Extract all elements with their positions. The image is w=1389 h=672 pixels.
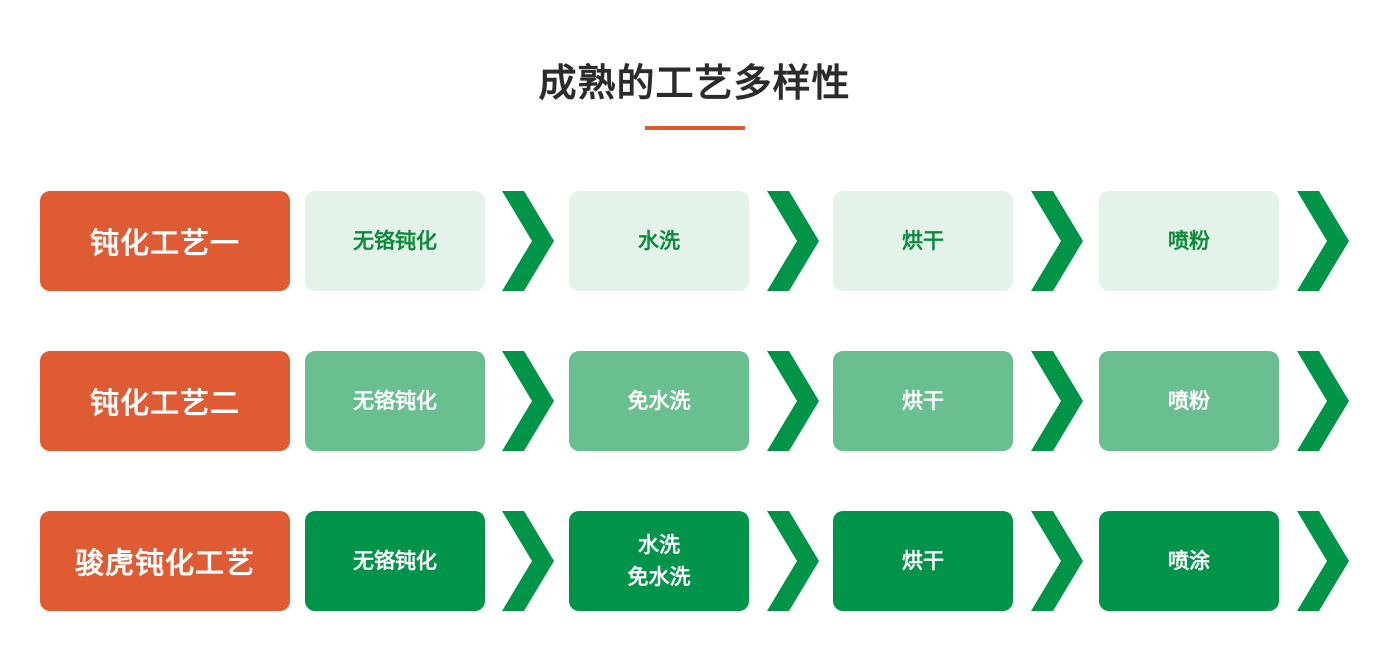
chevron-right-icon [1297,511,1349,611]
process-step: 烘干 [833,191,1013,291]
process-row-2: 钝化工艺二 无铬钝化 免水洗 烘干 喷粉 [40,351,1360,451]
step-label-secondary: 免水洗 [627,565,691,589]
process-label: 骏虎钝化工艺 [40,511,290,611]
process-step: 喷粉 [1099,351,1279,451]
process-step: 喷粉 [1099,191,1279,291]
process-step: 无铬钝化 [305,511,485,611]
process-step: 水洗 免水洗 [569,511,749,611]
process-step: 水洗 [569,191,749,291]
step-label: 喷粉 [1168,229,1210,253]
chevron-right-icon [1031,511,1083,611]
title-underline [645,126,745,130]
step-label: 烘干 [902,389,944,413]
process-label: 钝化工艺一 [40,191,290,291]
chevron-right-icon [1031,191,1083,291]
process-label: 钝化工艺二 [40,351,290,451]
step-label: 喷粉 [1168,389,1210,413]
step-label: 无铬钝化 [353,549,437,573]
process-step: 喷涂 [1099,511,1279,611]
step-label: 喷涂 [1168,549,1210,573]
process-step: 无铬钝化 [305,191,485,291]
chevron-right-icon [767,191,819,291]
chevron-right-icon [1297,351,1349,451]
process-step: 无铬钝化 [305,351,485,451]
process-row-3: 骏虎钝化工艺 无铬钝化 水洗 免水洗 烘干 喷涂 [40,511,1360,611]
step-label: 烘干 [902,229,944,253]
step-label: 免水洗 [627,389,691,413]
chevron-right-icon [502,511,554,611]
step-label: 烘干 [902,549,944,573]
step-label: 无铬钝化 [353,389,437,413]
process-step: 烘干 [833,351,1013,451]
step-label: 水洗 [638,533,680,557]
chevron-right-icon [1031,351,1083,451]
chevron-right-icon [502,351,554,451]
process-step: 免水洗 [569,351,749,451]
step-label: 水洗 [638,229,680,253]
step-label: 无铬钝化 [353,229,437,253]
chevron-right-icon [1297,191,1349,291]
chevron-right-icon [767,511,819,611]
page-title: 成熟的工艺多样性 [538,61,851,105]
chevron-right-icon [767,351,819,451]
chevron-right-icon [502,191,554,291]
process-row-1: 钝化工艺一 无铬钝化 水洗 烘干 喷粉 [40,191,1360,291]
process-step: 烘干 [833,511,1013,611]
